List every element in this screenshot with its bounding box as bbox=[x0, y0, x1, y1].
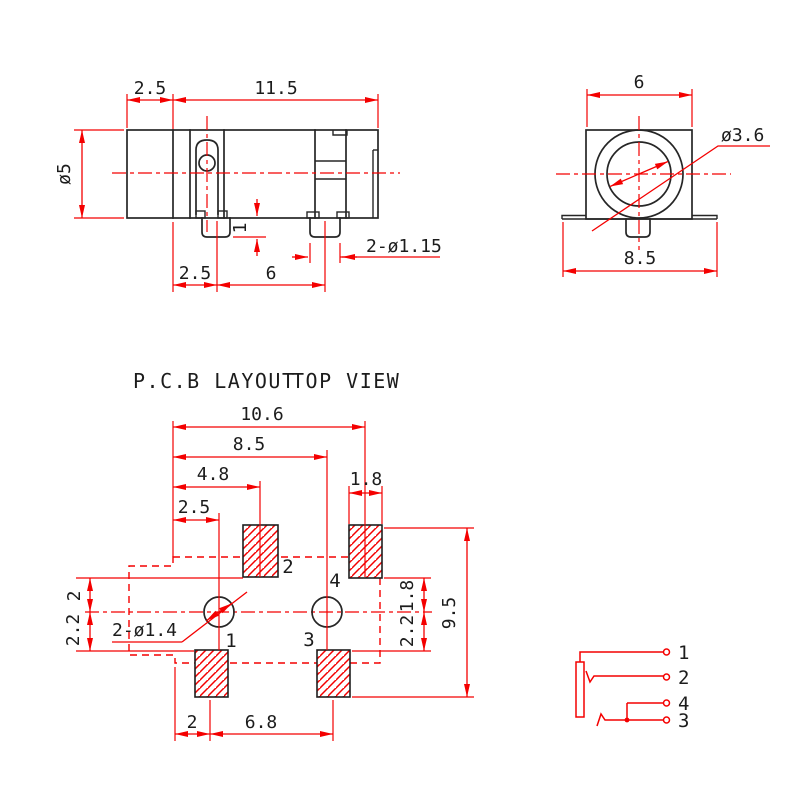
dim-text: 9.5 bbox=[439, 597, 460, 630]
object-line bbox=[217, 210, 228, 219]
solder-leg-1 bbox=[201, 217, 231, 238]
leader-arrow bbox=[638, 160, 669, 175]
dim-text: 2.2 bbox=[63, 614, 84, 647]
schematic-symbol: 1 2 4 3 bbox=[575, 642, 689, 732]
sleeve-contact-symbol bbox=[575, 661, 585, 718]
dim-text: ø5 bbox=[54, 163, 75, 185]
dim-text: 11.5 bbox=[254, 78, 297, 99]
leader-arrow bbox=[206, 610, 220, 622]
pad-1 bbox=[194, 649, 229, 698]
dim-text: 2 bbox=[187, 712, 198, 733]
connector-body-outline bbox=[126, 129, 379, 219]
leader-arrow bbox=[218, 602, 232, 614]
dim-text: 6 bbox=[634, 72, 645, 93]
front-view: 6 ø3.6 8.5 bbox=[556, 72, 770, 277]
pin-label-3: 3 bbox=[678, 710, 689, 732]
pad-number-3: 3 bbox=[303, 629, 314, 651]
dim-text: 2-ø1.15 bbox=[366, 236, 442, 257]
leader-line bbox=[181, 591, 248, 643]
leader-line bbox=[591, 145, 770, 232]
pad-number-4: 4 bbox=[329, 570, 340, 592]
component-outline-dashed bbox=[128, 556, 381, 664]
flange-outline bbox=[561, 214, 718, 220]
dim-text: 6.8 bbox=[245, 712, 278, 733]
pin3-line bbox=[596, 712, 664, 727]
pad-3 bbox=[316, 649, 351, 698]
dim-text: 1 bbox=[230, 223, 251, 234]
bottom-tab-outline bbox=[625, 218, 651, 238]
pad-number-2: 2 bbox=[282, 556, 293, 578]
pin1-line bbox=[579, 651, 664, 662]
dim-text: 2.5 bbox=[134, 78, 167, 99]
pin2-line bbox=[585, 670, 664, 684]
dim-text: 2.5 bbox=[179, 263, 212, 284]
pcb-layout-title: P.C.B LAYOUT bbox=[133, 369, 296, 393]
junction-dot bbox=[624, 717, 630, 723]
dim-text: 1.8 bbox=[397, 580, 418, 613]
object-line bbox=[332, 130, 348, 136]
object-line bbox=[336, 211, 350, 219]
pad-number-1: 1 bbox=[225, 630, 236, 652]
dim-text: 8.5 bbox=[233, 434, 266, 455]
leader-arrow bbox=[609, 173, 640, 188]
pin4-line bbox=[626, 702, 664, 720]
dim-text: 1.8 bbox=[350, 469, 383, 490]
side-view: 2.5 11.5 ø5 1 2-ø1.15 2.5 6 bbox=[54, 78, 442, 292]
pin-label-4: 4 bbox=[678, 693, 689, 715]
object-line bbox=[195, 210, 206, 219]
pin-label-2: 2 bbox=[678, 667, 689, 689]
pin1-terminal bbox=[662, 648, 671, 656]
contact-spring-outline bbox=[195, 139, 219, 215]
dim-text: 4.8 bbox=[197, 464, 230, 485]
pin2-terminal bbox=[662, 673, 671, 681]
dim-text: 2 bbox=[64, 591, 85, 602]
dim-text: ø3.6 bbox=[721, 125, 764, 146]
dim-text: 2.2 bbox=[397, 615, 418, 648]
object-line bbox=[306, 211, 320, 219]
dim-text: 8.5 bbox=[624, 248, 657, 269]
pin3-terminal bbox=[662, 716, 671, 724]
pin-label-1: 1 bbox=[678, 642, 689, 664]
dim-text: 2-ø1.4 bbox=[112, 620, 177, 641]
dim-text: 2.5 bbox=[178, 497, 211, 518]
dim-text: 10.6 bbox=[240, 404, 283, 425]
dim-text: 6 bbox=[266, 263, 277, 284]
pcb-layout-view: P.C.B LAYOUT TOP VIEW bbox=[63, 369, 474, 741]
pin4-terminal bbox=[662, 699, 671, 707]
top-view-title: TOP VIEW bbox=[292, 369, 400, 393]
